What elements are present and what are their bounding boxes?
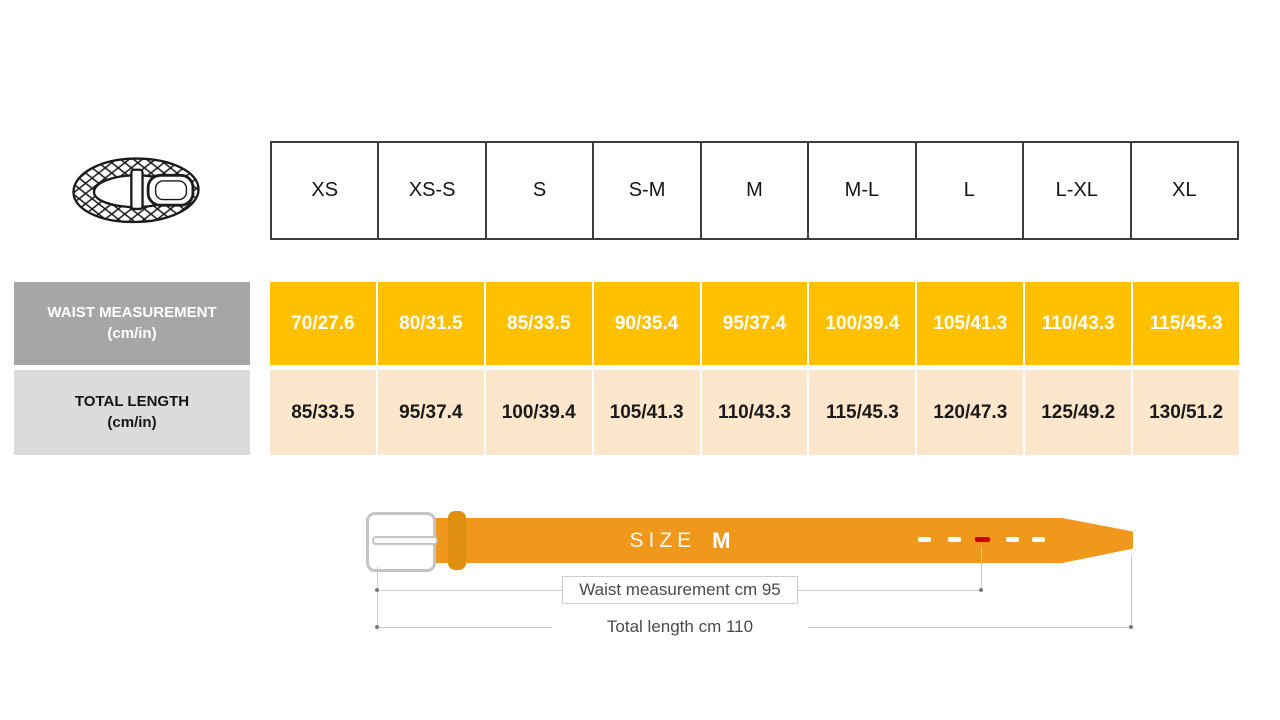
waist-value-cell: 100/39.4 [809,282,916,365]
belt-size-text: SIZE M [500,518,860,563]
length-value-cell: 120/47.3 [917,370,1024,455]
waist-value-cell: 105/41.3 [917,282,1024,365]
belt-hole-icon [1032,537,1045,542]
hole-guide-line [981,546,982,590]
length-row-label: TOTAL LENGTH (cm/in) [14,370,250,455]
length-value-cell: 100/39.4 [485,370,592,455]
size-header-cell: XS [270,141,380,240]
waist-value-cell: 110/43.3 [1025,282,1132,365]
size-header-cell: M [699,141,810,240]
size-header-cell: M-L [807,141,917,240]
waist-value-cell: 90/35.4 [593,282,700,365]
length-value-cell: 115/45.3 [809,370,916,455]
selected-belt-hole-icon [975,537,990,542]
length-value-cell: 130/51.2 [1133,370,1240,455]
tip-guide-line [1131,555,1132,627]
waist-annotation-box: Waist measurement cm 95 [562,576,798,604]
size-header-cell: XS-S [377,141,487,240]
length-values-row: 85/33.5 95/37.4 100/39.4 105/41.3 110/43… [270,370,1240,455]
length-value-cell: 125/49.2 [1025,370,1132,455]
length-value-cell: 95/37.4 [377,370,484,455]
size-header-cell: XL [1129,141,1239,240]
length-label-text: TOTAL LENGTH [74,393,190,411]
waist-value-cell: 80/31.5 [377,282,484,365]
buckle-guide-line [377,567,378,630]
measure-endpoint-dot [979,588,983,592]
belt-keeper [448,511,466,570]
waist-row-label: WAIST MEASUREMENT (cm/in) [14,282,250,365]
length-label-unit: (cm/in) [107,413,157,431]
length-value-cell: 85/33.5 [270,370,376,455]
belt-buckle-prong [372,536,438,545]
measure-endpoint-dot [375,625,379,629]
braided-belt-icon [66,146,206,242]
size-header-cell: S-M [592,141,702,240]
waist-values-row: 70/27.6 80/31.5 85/33.5 90/35.4 95/37.4 … [270,282,1240,365]
waist-value-cell: 85/33.5 [485,282,592,365]
length-value-cell: 110/43.3 [701,370,808,455]
measure-endpoint-dot [1129,625,1133,629]
belt-hole-icon [918,537,931,542]
waist-value-cell: 70/27.6 [270,282,376,365]
belt-hole-icon [948,537,961,542]
length-value-cell: 105/41.3 [593,370,700,455]
measure-endpoint-dot [375,588,379,592]
size-header-row: XS XS-S S S-M M M-L L L-XL XL [270,141,1239,240]
waist-label-text: WAIST MEASUREMENT [47,304,217,322]
size-header-cell: L [914,141,1025,240]
belt-hole-icon [1006,537,1019,542]
waist-value-cell: 115/45.3 [1133,282,1240,365]
size-header-cell: S [484,141,595,240]
waist-value-cell: 95/37.4 [701,282,808,365]
size-header-cell: L-XL [1022,141,1132,240]
size-value: M [712,527,731,553]
size-word: SIZE [629,528,697,552]
waist-label-unit: (cm/in) [107,324,157,342]
length-annotation: Total length cm 110 [552,615,808,639]
